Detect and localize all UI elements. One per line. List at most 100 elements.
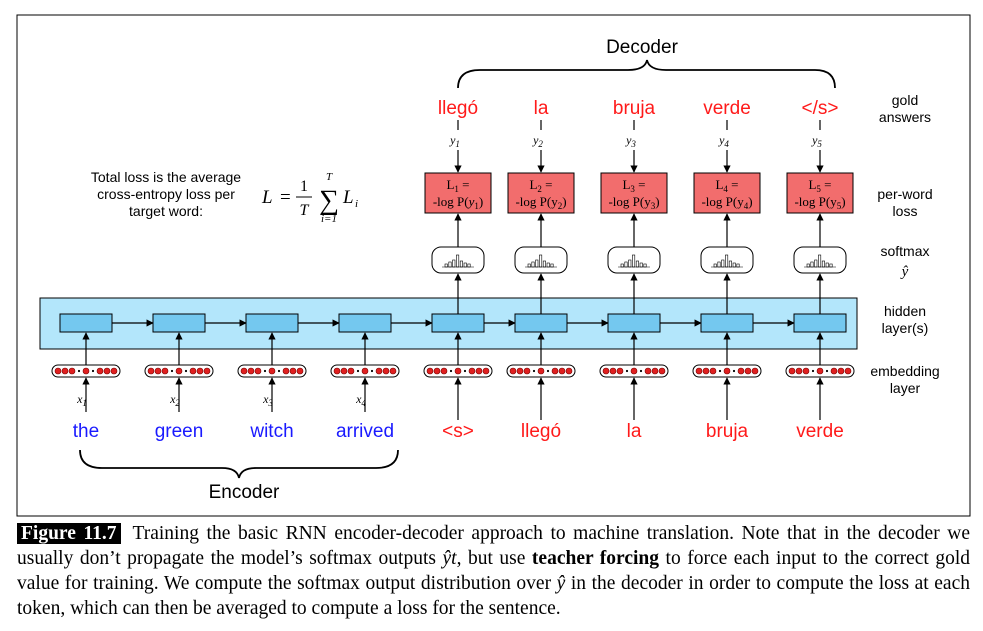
softmax-bar xyxy=(542,260,546,268)
encoder-var-4: x4 xyxy=(355,392,366,408)
gold-word-1: llegó xyxy=(438,98,478,119)
embedding-unit xyxy=(844,367,852,375)
softmax-bar xyxy=(635,260,639,268)
embedding-unit xyxy=(651,367,659,375)
softmax-bar xyxy=(628,259,632,268)
hidden-cell-7 xyxy=(607,313,661,333)
row-label-softmax-2: ŷ xyxy=(900,264,909,280)
embedding-unit xyxy=(426,367,434,375)
embedding-dot xyxy=(370,369,374,373)
loss-boxes: L1 =-log P(y1)L2 =-log P(y2)L3 =-log P(y… xyxy=(424,172,854,214)
embeddings xyxy=(51,364,855,378)
softmax-bar xyxy=(624,261,628,268)
softmax-bar xyxy=(639,262,643,268)
embedding-unit xyxy=(203,367,211,375)
embedding-unit xyxy=(454,367,462,375)
decoder-input-word-2: llegó xyxy=(521,421,561,442)
softmax-bar xyxy=(527,263,531,268)
embedding-unit xyxy=(602,367,610,375)
embedding-dot xyxy=(463,369,467,373)
gold-var-2: y2 xyxy=(532,133,543,149)
softmax-boxes xyxy=(431,246,847,274)
softmax-bar xyxy=(632,254,636,268)
softmax-bar xyxy=(531,261,535,268)
gold-word-5: </s> xyxy=(802,98,839,119)
total-loss-line-1: Total loss is the average xyxy=(91,169,241,185)
softmax-bar xyxy=(725,254,729,268)
encoder-brace xyxy=(79,449,399,479)
softmax-bar xyxy=(736,263,740,268)
gold-word-2: la xyxy=(534,98,549,119)
encoder-var-2: x2 xyxy=(169,392,180,408)
embedding-dot xyxy=(811,369,815,373)
encoder-word-1: the xyxy=(73,421,99,442)
softmax-bar xyxy=(452,259,456,268)
loss-box-bottom-3: -log P(y3) xyxy=(608,194,659,211)
embedding-unit xyxy=(247,367,255,375)
embedding-unit xyxy=(565,367,573,375)
row-label-gold-2: answers xyxy=(879,109,931,125)
total-loss-line-2: cross-entropy loss per xyxy=(97,186,235,202)
softmax-bar xyxy=(546,262,550,268)
row-label-hidden-1: hidden xyxy=(884,303,926,319)
caption-part-3: to force each input to the correct gold … xyxy=(17,548,970,594)
embedding-dot xyxy=(77,369,81,373)
embedding-unit xyxy=(537,367,545,375)
words: x1thex2greenx3witchx4arrived<s>y1llególl… xyxy=(73,98,844,442)
softmax-bar xyxy=(728,260,732,268)
encoder-var-3: x3 xyxy=(262,392,273,408)
embedding-unit xyxy=(751,367,759,375)
hidden-cell-5 xyxy=(431,313,485,333)
decoder-input-word-5: verde xyxy=(796,421,844,442)
embedding-unit xyxy=(616,367,624,375)
loss-box-5 xyxy=(786,172,854,214)
loss-box-top-5: L5 = xyxy=(808,177,831,194)
figure-label: Figure 11.7 xyxy=(17,523,121,544)
softmax-bar xyxy=(721,259,725,268)
embedding-dot xyxy=(170,369,174,373)
embedding-unit xyxy=(96,367,104,375)
embedding-dot xyxy=(263,369,267,373)
hidden-cell-1 xyxy=(59,313,113,333)
loss-box-bottom-5: -log P(y5) xyxy=(794,194,845,211)
hidden-cells xyxy=(59,313,847,333)
embedding-unit xyxy=(709,367,717,375)
embedding-unit xyxy=(658,367,666,375)
embedding-unit xyxy=(475,367,483,375)
loss-box-4 xyxy=(693,172,761,214)
embedding-dot xyxy=(449,369,453,373)
formula-sigma: ∑ xyxy=(319,185,339,216)
formula-term-sub: i xyxy=(355,198,358,210)
formula-num: 1 xyxy=(300,178,308,195)
row-label-embedding-1: embedding xyxy=(870,363,939,379)
embedding-dot xyxy=(184,369,188,373)
row-label-hidden-2: layer(s) xyxy=(882,320,929,336)
embedding-unit xyxy=(644,367,652,375)
embedding-unit xyxy=(433,367,441,375)
embedding-unit xyxy=(788,367,796,375)
embedding-unit xyxy=(375,367,383,375)
embedding-dot xyxy=(639,369,643,373)
embedding-unit xyxy=(189,367,197,375)
embedding-unit xyxy=(830,367,838,375)
caption-yhat-t: ŷt xyxy=(442,548,457,569)
decoder-brace xyxy=(457,59,836,89)
row-labels: gold answers per-word loss softmax ŷ hid… xyxy=(870,92,939,396)
embedding-unit xyxy=(61,367,69,375)
loss-box-top-3: L3 = xyxy=(622,177,645,194)
row-label-gold-1: gold xyxy=(892,92,918,108)
row-label-loss-1: per-word xyxy=(877,186,932,202)
softmax-bar xyxy=(821,260,825,268)
hidden-cell-4 xyxy=(338,313,392,333)
encoder-word-4: arrived xyxy=(336,421,394,442)
softmax-bar xyxy=(818,254,822,268)
formula-eq: = xyxy=(280,187,291,208)
embedding-unit xyxy=(103,367,111,375)
softmax-bar xyxy=(825,262,829,268)
formula-sum-top: T xyxy=(326,171,333,183)
encoder-word-3: witch xyxy=(249,421,293,442)
decoder-input-word-3: la xyxy=(627,421,642,442)
embedding-unit xyxy=(468,367,476,375)
embedding-dot xyxy=(532,369,536,373)
